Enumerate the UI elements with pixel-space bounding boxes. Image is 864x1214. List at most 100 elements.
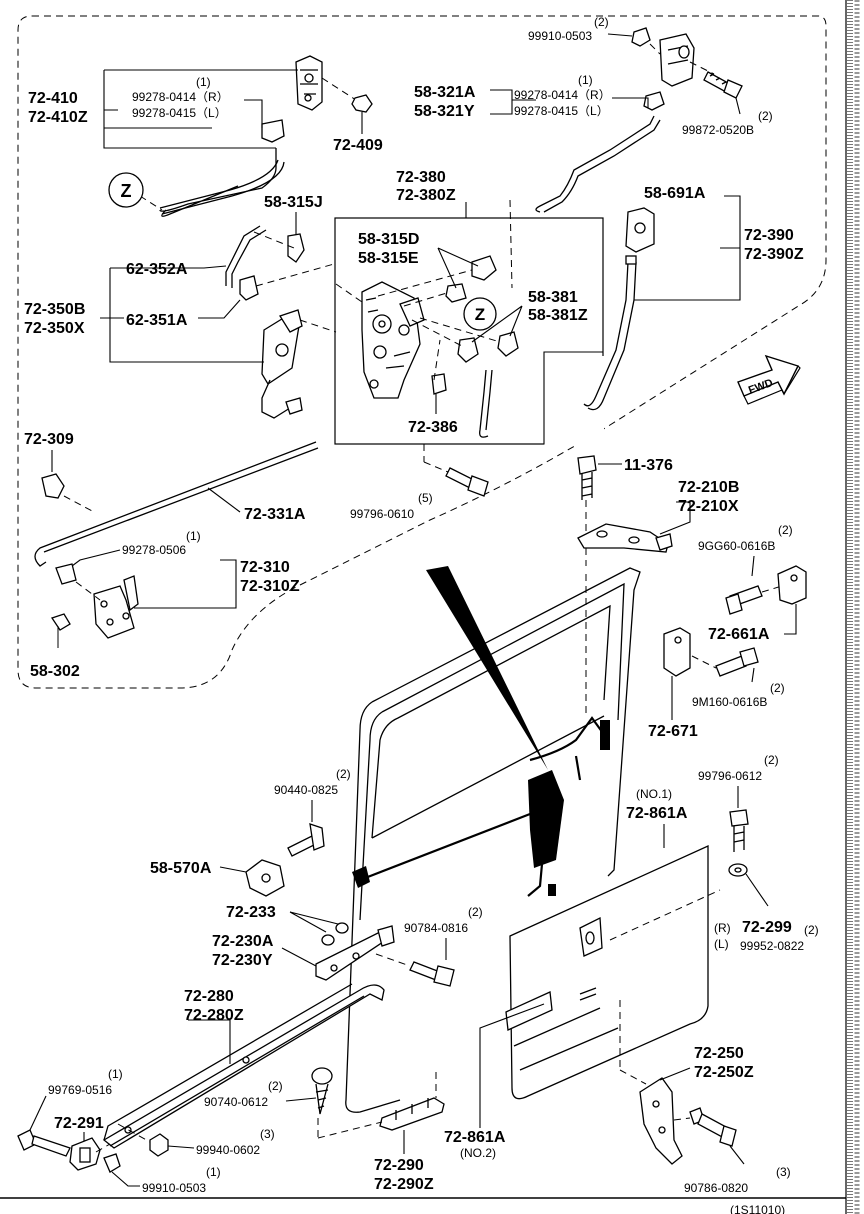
qty-9gg60: (2): [778, 523, 793, 537]
clip-62-351a: [239, 275, 259, 301]
label-72-310: 72-310: [240, 559, 290, 576]
link-rod-72-410: [159, 159, 279, 209]
part-72-410-lock: [159, 55, 323, 217]
cap-72-233-b: [335, 922, 349, 934]
sub-assembly-boundary: [17, 15, 827, 689]
bolt-99769-0516: [17, 1129, 71, 1157]
label-9m160-0616b: 9M160-0616B: [692, 695, 767, 709]
bracket-72-250: [639, 1077, 683, 1165]
rod-72-386: [479, 369, 493, 438]
window-glass-black-wedge: [426, 566, 548, 770]
label-58-315d: 58-315D: [358, 231, 419, 248]
bolt-9gg60: [725, 585, 763, 615]
bolt-90784-0816: [409, 961, 455, 987]
label-99872-0520b: 99872-0520B: [682, 123, 754, 137]
label-58-381: 58-381: [528, 289, 578, 306]
clip-72-309: [41, 473, 65, 499]
label-no2: (NO.2): [460, 1146, 496, 1160]
leader-72-410: [103, 69, 298, 149]
qty-99872-0520b: (2): [758, 109, 773, 123]
label-72-280z: 72-280Z: [184, 1007, 244, 1024]
qty-9m160: (2): [770, 681, 785, 695]
nut-72-409: [351, 94, 373, 113]
label-58-321y: 58-321Y: [414, 103, 475, 120]
bolt-99796-0610: [445, 467, 489, 497]
hinge-72-671: [663, 627, 691, 677]
label-72-310z: 72-310Z: [240, 578, 300, 595]
bolt-9m160: [715, 647, 759, 677]
clip-99278-0506: [55, 563, 77, 585]
qty-99796-0612: (2): [764, 753, 779, 767]
label-90740-0612: 90740-0612: [204, 1095, 268, 1109]
bolt-11-376: [577, 455, 597, 500]
qty-99769-0516: (1): [108, 1067, 123, 1081]
label-72-299: 72-299: [742, 919, 792, 936]
label-99952-0822: 99952-0822: [740, 939, 804, 953]
bracket-72-230a: [315, 925, 395, 981]
rod-72-390: [583, 261, 637, 411]
qty-90740-0612: (2): [268, 1079, 283, 1093]
label-58-302: 58-302: [30, 663, 80, 680]
qty-72-299: (2): [804, 923, 819, 937]
label-72-380: 72-380: [396, 169, 446, 186]
label-72-380z: 72-380Z: [396, 187, 456, 204]
label-58-315e: 58-315E: [358, 250, 419, 267]
label-72-671: 72-671: [648, 723, 698, 740]
label-72-390: 72-390: [744, 227, 794, 244]
rod-62-352a: [225, 225, 267, 288]
qty-99910-0503-bottom: (1): [206, 1165, 221, 1179]
label-no1: (NO.1): [636, 787, 672, 801]
qty-99940-0602: (3): [260, 1127, 275, 1141]
qty-99278-b: (1): [578, 73, 593, 87]
label-72-861a-no2: 72-861A: [444, 1129, 506, 1146]
part-72-380-latch: [361, 255, 519, 399]
qty-99278-a: (1): [196, 75, 211, 89]
label-99796-0610: 99796-0610: [350, 507, 414, 521]
actuator-72-350b: [261, 309, 303, 419]
z-callout-2-text: Z: [475, 305, 485, 324]
label-72-861a-no1: 72-861A: [626, 805, 688, 822]
nut-99940-0602: [149, 1133, 169, 1157]
z-callout-1: [108, 172, 144, 208]
label-62-351a: 62-351A: [126, 312, 188, 329]
screw-90740-0612: [311, 1067, 333, 1115]
label-11-376: 11-376: [624, 457, 673, 474]
bolt-99872-0520b: [703, 71, 743, 99]
link-rod-58-321a: [535, 115, 661, 213]
page-edge-hatch: [845, 0, 860, 1214]
label-72-250: 72-250: [694, 1045, 744, 1062]
label-72-409: 72-409: [333, 137, 383, 154]
rail-72-290: [379, 1097, 445, 1131]
z-callout-1-text: Z: [121, 181, 132, 201]
label-72-250z: 72-250Z: [694, 1064, 754, 1081]
clip-99910-0503: [103, 1153, 121, 1173]
label-72-280: 72-280: [184, 988, 234, 1005]
label-99278-0506: 99278-0506: [122, 543, 186, 557]
label-72-386: 72-386: [408, 419, 458, 436]
bolt-90440-0825: [287, 823, 325, 857]
label-90786-0820: 90786-0820: [684, 1181, 748, 1195]
label-9gg60-0616b: 9GG60-0616B: [698, 539, 775, 553]
label-72-210b: 72-210B: [678, 479, 739, 496]
label-99278-0415-a: 99278-0415（L）: [132, 106, 227, 120]
label-99940-0602: 99940-0602: [196, 1143, 260, 1157]
label-72-290: 72-290: [374, 1157, 424, 1174]
label-58-321a: 58-321A: [414, 84, 476, 101]
label-72-291: 72-291: [54, 1115, 104, 1132]
label-72-331a: 72-331A: [244, 506, 306, 523]
hinge-72-210b: [577, 523, 673, 553]
label-72-661a: 72-661A: [708, 626, 770, 643]
part-58-321a-handle: [631, 27, 695, 111]
cap-72-233-a: [321, 934, 335, 946]
label-l: (L): [714, 937, 729, 951]
label-99796-0612: 99796-0612: [698, 769, 762, 783]
footer-illustration-code: (1S11010): [730, 1203, 785, 1214]
qty-90440-0825: (2): [336, 767, 351, 781]
label-72-309: 72-309: [24, 431, 74, 448]
label-72-350b: 72-350B: [24, 301, 85, 318]
label-62-352a: 62-352A: [126, 261, 188, 278]
screw-58-302: [50, 613, 71, 648]
label-72-290z: 72-290Z: [374, 1176, 434, 1193]
label-72-350x: 72-350X: [24, 320, 85, 337]
